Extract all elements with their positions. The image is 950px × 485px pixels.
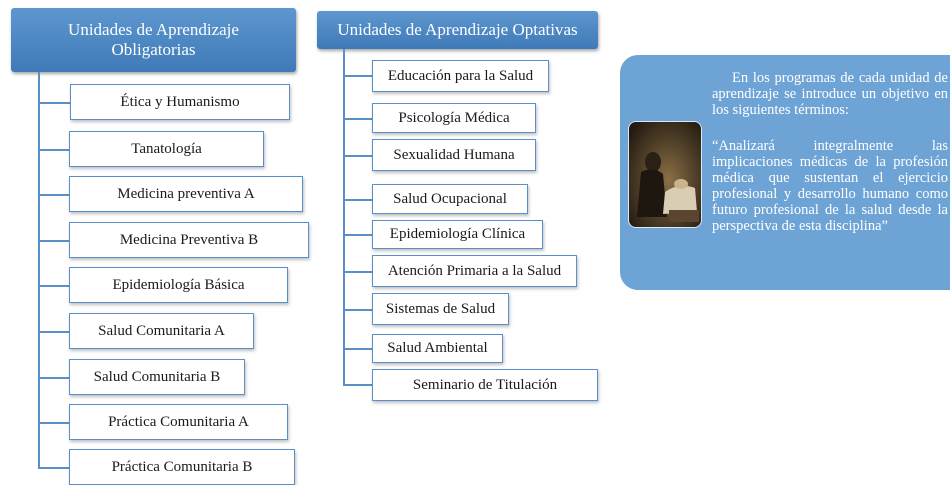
list-item: Psicología Médica xyxy=(372,103,536,133)
optativas-connector-vertical xyxy=(343,49,345,385)
list-item: Sexualidad Humana xyxy=(372,139,536,171)
item-label: Ética y Humanismo xyxy=(120,93,240,110)
note-paragraph-1: En los programas de cada unidad de apren… xyxy=(712,70,948,118)
item-label: Salud Ambiental xyxy=(387,340,488,356)
connector xyxy=(38,331,70,333)
list-item: Salud Comunitaria A xyxy=(69,313,254,349)
connector xyxy=(38,194,70,196)
list-item: Salud Ocupacional xyxy=(372,184,528,214)
obligatorias-header-line2: Obligatorias xyxy=(111,40,196,59)
connector xyxy=(343,348,373,350)
note-quote: “Analizará integralmente las implicacion… xyxy=(712,138,948,234)
connector xyxy=(343,155,373,157)
list-item: Salud Ambiental xyxy=(372,334,503,363)
list-item: Ética y Humanismo xyxy=(70,84,290,120)
item-label: Práctica Comunitaria B xyxy=(111,458,253,475)
item-label: Práctica Comunitaria A xyxy=(108,413,249,430)
obligatorias-connector-vertical xyxy=(38,72,40,469)
list-item: Atención Primaria a la Salud xyxy=(372,255,577,287)
item-label: Sexualidad Humana xyxy=(393,146,515,163)
list-item: Epidemiología Básica xyxy=(69,267,288,303)
item-label: Psicología Médica xyxy=(398,109,510,126)
list-item: Práctica Comunitaria A xyxy=(69,404,288,440)
item-label: Seminario de Titulación xyxy=(412,376,558,393)
connector xyxy=(343,271,373,273)
connector xyxy=(38,377,70,379)
item-label: Epidemiología Clínica xyxy=(389,226,526,242)
connector xyxy=(343,309,373,311)
list-item: Salud Comunitaria B xyxy=(69,359,245,395)
connector xyxy=(343,199,373,201)
connector xyxy=(343,234,373,236)
list-item: Seminario de Titulación xyxy=(372,369,598,401)
connector xyxy=(38,467,70,469)
connector xyxy=(343,75,373,77)
item-label: Atención Primaria a la Salud xyxy=(387,262,562,279)
item-label: Medicina Preventiva B xyxy=(119,231,259,248)
item-label: Salud Comunitaria B xyxy=(93,368,221,385)
connector xyxy=(38,149,70,151)
list-item: Práctica Comunitaria B xyxy=(69,449,295,485)
connector xyxy=(38,240,70,242)
list-item: Medicina Preventiva B xyxy=(69,222,309,258)
obligatorias-header-line1: Unidades de Aprendizaje xyxy=(68,20,239,39)
optativas-header-text: Unidades de Aprendizaje Optativas xyxy=(337,20,578,39)
connector xyxy=(38,422,70,424)
portrait-painting-icon xyxy=(629,122,701,227)
item-label: Educación para la Salud xyxy=(387,67,534,84)
list-item: Tanatología xyxy=(69,131,264,167)
connector xyxy=(38,285,70,287)
obligatorias-header: Unidades de Aprendizaje Obligatorias xyxy=(11,8,296,72)
list-item: Educación para la Salud xyxy=(372,60,549,92)
item-label: Sistemas de Salud xyxy=(385,300,496,317)
item-label: Tanatología xyxy=(131,140,202,157)
connector xyxy=(38,102,71,104)
list-item: Epidemiología Clínica xyxy=(372,220,543,249)
list-item: Medicina preventiva A xyxy=(69,176,303,212)
item-label: Medicina preventiva A xyxy=(117,185,255,202)
list-item: Sistemas de Salud xyxy=(372,293,509,325)
item-label: Salud Comunitaria A xyxy=(98,322,225,339)
connector xyxy=(343,384,373,386)
doctor-portrait-image xyxy=(628,121,702,228)
item-label: Epidemiología Básica xyxy=(112,276,245,293)
connector xyxy=(343,118,373,120)
optativas-header: Unidades de Aprendizaje Optativas xyxy=(317,11,598,49)
item-label: Salud Ocupacional xyxy=(393,190,507,207)
